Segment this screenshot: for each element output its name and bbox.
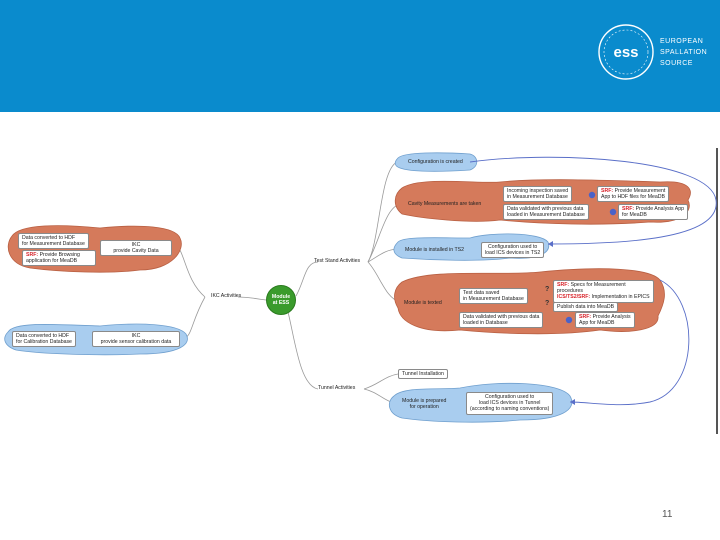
arrow-head-ts2 <box>548 241 553 247</box>
connector-hub-teststand <box>295 261 319 297</box>
ikc-cavity-data-converted: Data converted to HDF for Measurement Da… <box>18 233 89 250</box>
blob-config-created <box>394 152 478 172</box>
note-srf-analysis-app: SRF: Provide Analysis App for MeaDB <box>618 204 689 221</box>
page-number: 11 <box>662 509 673 520</box>
question-icon: ? <box>545 300 550 307</box>
branch-ikc-activities: IKC Activities <box>211 293 242 299</box>
node-validated-database: Data validated with previous data loaded… <box>459 312 544 329</box>
connector-ts-config <box>367 161 398 263</box>
ikc-calibration-data-converted: Data converted to HDF for Calibration Da… <box>12 331 76 348</box>
connector-hub-ikc <box>237 296 267 301</box>
node-config-created: Configuration is created <box>408 159 463 165</box>
node-module-tested: Module is texted <box>404 300 442 306</box>
arrow-tested-to-tunnel <box>569 279 690 406</box>
node-installed-ts2: Module is installed in TS2 <box>405 247 465 253</box>
note-srf-analysis-app-2: SRF: Provide Analysis App for MeaDB <box>575 312 635 329</box>
note-srf-specs: SRF: Specs for Measurement procedures IC… <box>553 280 654 303</box>
connector-tunnel-installation <box>363 373 399 390</box>
slide-edge-rule <box>716 148 718 434</box>
logo-mark: ess <box>613 44 638 61</box>
connector-ikc-calibration <box>184 296 206 339</box>
org-name: EUROPEAN SPALLATION SOURCE <box>660 36 707 69</box>
node-config-used-tunnel: Configuration used to load ICS devices i… <box>466 392 554 415</box>
org-name-line: SOURCE <box>660 60 693 67</box>
info-icon <box>609 208 617 216</box>
node-validated-measurement-db: Data validated with previous data loaded… <box>503 204 589 221</box>
org-name-line: SPALLATION <box>660 49 708 56</box>
ikc-calibration-provider: IKC provide sensor calibration data <box>92 331 180 348</box>
header-banner: ess EUROPEAN SPALLATION SOURCE <box>0 0 720 112</box>
info-icon <box>588 191 596 199</box>
branch-tunnel-activities: Tunnel Activities <box>318 385 356 391</box>
arrow-config-to-ts2 <box>469 156 717 245</box>
info-icon <box>565 316 573 324</box>
note-srf-measurement-app: SRF: Provide Measurement App to HDF file… <box>597 186 670 203</box>
ess-logo-icon: ess <box>598 24 654 80</box>
ikc-cavity-provider: IKC provide Cavity Data <box>100 240 172 257</box>
org-name-line: EUROPEAN <box>660 38 704 45</box>
branch-test-stand-activities: Test Stand Activities <box>314 258 361 264</box>
node-test-data-saved: Test data saved in Measurement Database <box>459 288 528 305</box>
node-tunnel-installation: Tunnel Installation <box>398 369 448 380</box>
arrow-head-tunnel <box>570 399 575 405</box>
question-icon: ? <box>545 286 550 293</box>
ess-logo: ess EUROPEAN SPALLATION SOURCE <box>596 22 716 82</box>
mindmap-diagram: Data converted to HDF for Measurement Da… <box>0 140 720 440</box>
node-incoming-saved: Incoming inspection saved in Measurement… <box>503 186 573 203</box>
hub-module-at-ess: Module at ESS <box>266 285 296 315</box>
node-config-used-ts2: Configuration used to load ICS devices i… <box>481 242 545 259</box>
node-publish-meadb: Publish data into MeaDB <box>553 302 619 313</box>
node-module-prepared: Module is prepared for operation <box>402 398 447 411</box>
connector-hub-tunnel <box>287 311 319 390</box>
node-cavity-measurements: Cavity Measurements are taken <box>408 201 482 207</box>
ikc-cavity-srf-note: SRF: Provide Browsing application for Me… <box>22 250 96 267</box>
